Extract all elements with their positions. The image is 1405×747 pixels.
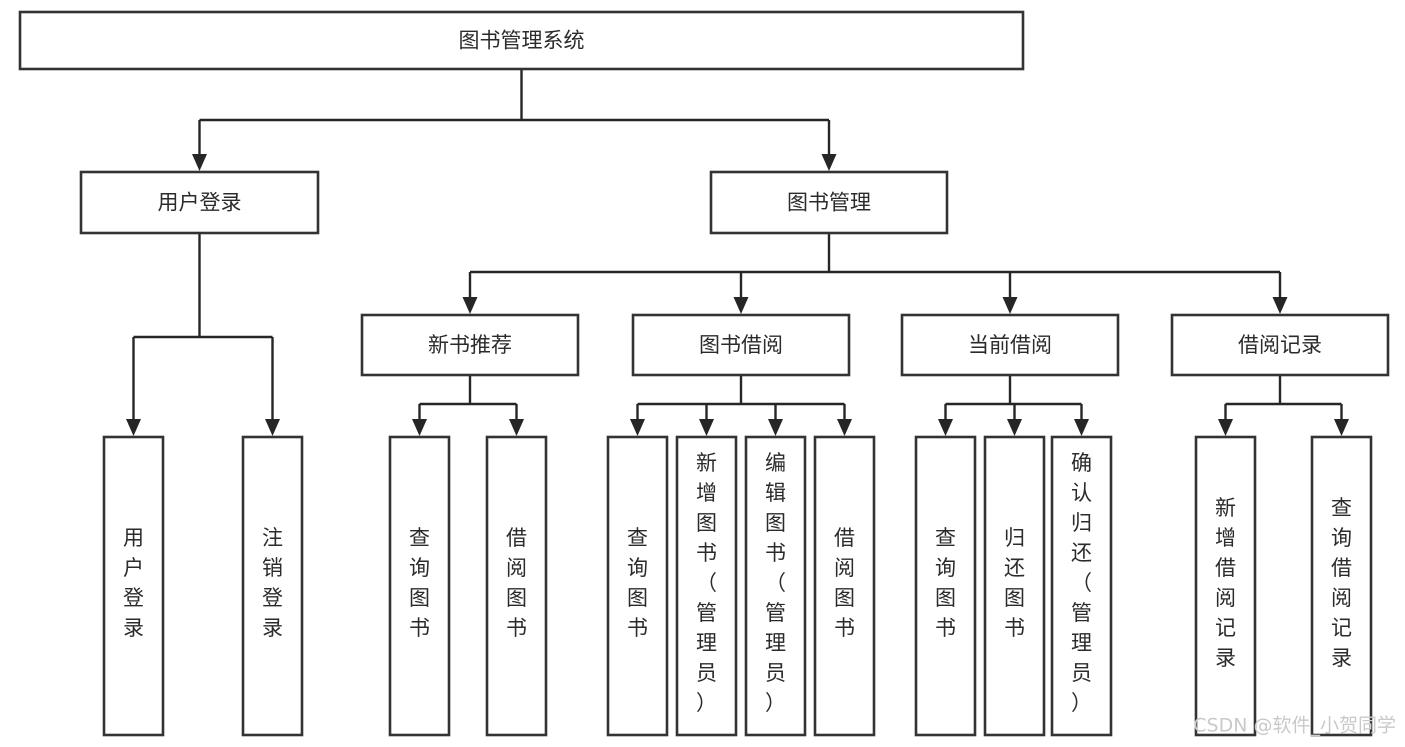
connector-layer — [126, 69, 1349, 436]
node-layer: 图书管理系统用户登录图书管理新书推荐图书借阅当前借阅借阅记录用户登录注销登录查询… — [18, 10, 1390, 737]
node-leaf-return-book[interactable]: 归还图书 — [983, 435, 1046, 737]
node-box-current-borrow — [900, 313, 1120, 377]
connector-conn-root — [192, 69, 837, 171]
connector-conn-current-borrow — [938, 375, 1089, 436]
connector-conn-new-book-recommend — [412, 375, 524, 436]
node-leaf-add-borrow-record[interactable]: 新增借阅记录 — [1194, 435, 1257, 737]
node-box-leaf-borrow-book-recommend — [485, 435, 548, 737]
node-label-new-book-recommend: 新书推荐 — [428, 333, 512, 357]
node-label-leaf-borrow-book-recommend: 借阅图书 — [506, 526, 527, 640]
node-root[interactable]: 图书管理系统 — [18, 10, 1025, 71]
node-leaf-borrow-book[interactable]: 借阅图书 — [813, 435, 876, 737]
node-box-leaf-query-book-current — [914, 435, 977, 737]
node-leaf-edit-book[interactable]: 编辑图书（管理员） — [744, 435, 807, 737]
node-box-book-manage — [709, 170, 949, 235]
node-leaf-query-book-borrow[interactable]: 查询图书 — [606, 435, 669, 737]
node-label-borrow-record: 借阅记录 — [1238, 333, 1322, 357]
node-box-leaf-confirm-return — [1050, 435, 1113, 737]
node-label-leaf-query-book-borrow: 查询图书 — [627, 526, 648, 640]
node-box-leaf-query-book-recommend — [388, 435, 451, 737]
node-label-leaf-query-book-current: 查询图书 — [935, 526, 956, 640]
node-label-leaf-user-login: 用户登录 — [123, 526, 144, 640]
node-label-book-manage: 图书管理 — [787, 191, 871, 215]
node-label-root: 图书管理系统 — [459, 29, 585, 53]
node-box-leaf-query-book-borrow — [606, 435, 669, 737]
node-leaf-borrow-book-recommend[interactable]: 借阅图书 — [485, 435, 548, 737]
node-label-leaf-add-borrow-record: 新增借阅记录 — [1215, 496, 1236, 670]
connector-conn-user-login — [126, 233, 280, 436]
node-borrow-record[interactable]: 借阅记录 — [1170, 313, 1390, 377]
node-leaf-user-login[interactable]: 用户登录 — [102, 435, 165, 737]
node-box-leaf-add-book — [675, 435, 738, 737]
node-leaf-query-book-current[interactable]: 查询图书 — [914, 435, 977, 737]
node-leaf-add-book[interactable]: 新增图书（管理员） — [675, 435, 738, 737]
node-box-new-book-recommend — [360, 313, 580, 377]
node-label-book-borrow: 图书借阅 — [699, 333, 783, 357]
node-label-leaf-query-borrow-record: 查询借阅记录 — [1331, 496, 1352, 670]
node-label-leaf-user-logout: 注销登录 — [262, 526, 283, 640]
node-label-user-login: 用户登录 — [158, 191, 242, 215]
node-label-leaf-edit-book: 编辑图书（管理员） — [765, 451, 786, 715]
node-box-leaf-add-borrow-record — [1194, 435, 1257, 737]
node-book-borrow[interactable]: 图书借阅 — [631, 313, 851, 377]
connector-conn-book-borrow — [630, 375, 852, 436]
node-label-current-borrow: 当前借阅 — [968, 333, 1052, 357]
node-new-book-recommend[interactable]: 新书推荐 — [360, 313, 580, 377]
node-book-manage[interactable]: 图书管理 — [709, 170, 949, 235]
node-leaf-query-book-recommend[interactable]: 查询图书 — [388, 435, 451, 737]
node-label-leaf-add-book: 新增图书（管理员） — [696, 451, 717, 715]
node-leaf-confirm-return[interactable]: 确认归还（管理员） — [1050, 435, 1113, 737]
connector-conn-book-manage — [462, 233, 1288, 314]
node-box-leaf-borrow-book — [813, 435, 876, 737]
node-label-leaf-query-book-recommend: 查询图书 — [409, 526, 430, 640]
node-box-user-login — [79, 170, 320, 235]
node-box-leaf-edit-book — [744, 435, 807, 737]
node-label-leaf-borrow-book: 借阅图书 — [834, 526, 855, 640]
node-box-borrow-record — [1170, 313, 1390, 377]
watermark-label: CSDN @软件_小贺同学 — [1193, 715, 1396, 737]
node-leaf-user-logout[interactable]: 注销登录 — [241, 435, 304, 737]
node-label-leaf-confirm-return: 确认归还（管理员） — [1071, 451, 1092, 715]
node-box-book-borrow — [631, 313, 851, 377]
node-user-login[interactable]: 用户登录 — [79, 170, 320, 235]
node-label-leaf-return-book: 归还图书 — [1004, 526, 1025, 640]
node-box-leaf-query-borrow-record — [1310, 435, 1373, 737]
node-box-leaf-user-logout — [241, 435, 304, 737]
node-box-leaf-user-login — [102, 435, 165, 737]
node-current-borrow[interactable]: 当前借阅 — [900, 313, 1120, 377]
node-leaf-query-borrow-record[interactable]: 查询借阅记录 — [1310, 435, 1373, 737]
node-box-leaf-return-book — [983, 435, 1046, 737]
connector-conn-borrow-record — [1218, 375, 1349, 436]
node-box-root — [18, 10, 1025, 71]
